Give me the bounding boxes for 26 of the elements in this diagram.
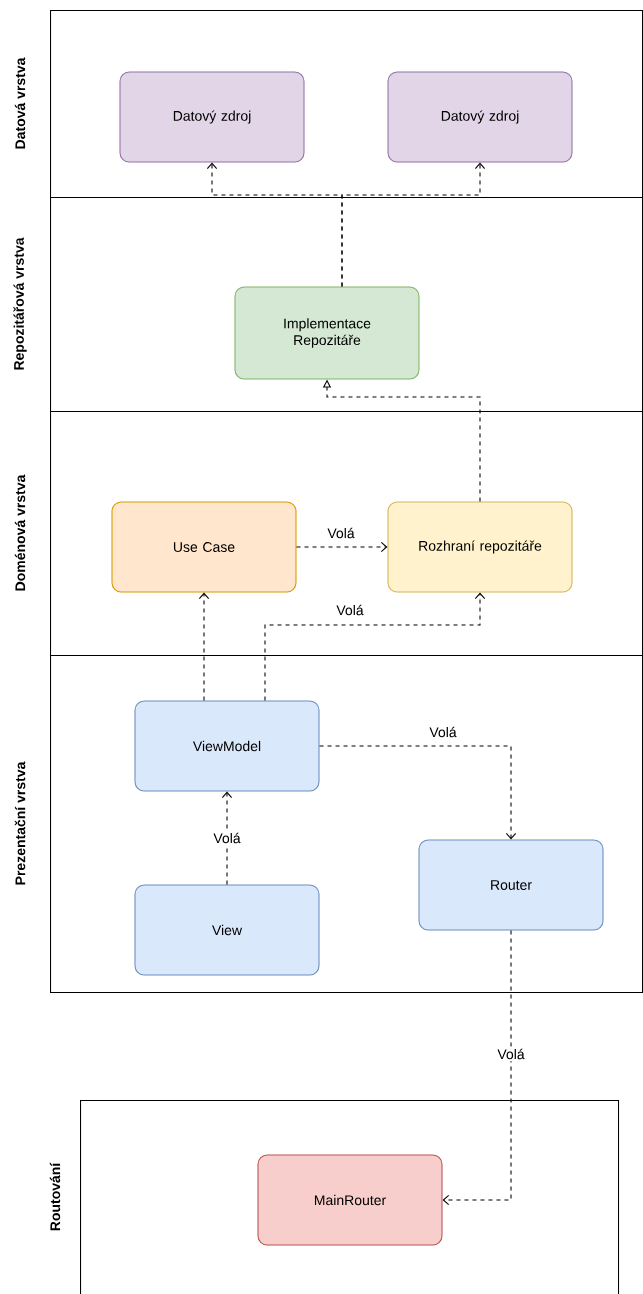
component-box: ViewModel bbox=[134, 700, 320, 792]
edge-label: Volá bbox=[211, 830, 243, 846]
edge-label: Volá bbox=[334, 602, 366, 618]
layer-title: Routování bbox=[49, 1162, 61, 1231]
layer-title: Datová vrstva bbox=[14, 57, 26, 149]
layer-title: Prezentační vrstva bbox=[14, 761, 26, 885]
component-box: Router bbox=[418, 839, 604, 931]
edge-label: Volá bbox=[325, 525, 357, 541]
layer-title: Doménová vrstva bbox=[14, 474, 26, 591]
edge-label: Volá bbox=[427, 724, 459, 740]
layer-title: Repozitářová vrstva bbox=[13, 237, 27, 370]
component-box: MainRouter bbox=[257, 1154, 443, 1246]
arrow bbox=[341, 162, 486, 287]
component-box: Datový zdroj bbox=[387, 71, 573, 163]
component-box: View bbox=[134, 884, 320, 976]
arrow bbox=[264, 592, 486, 701]
arrow bbox=[296, 541, 388, 553]
arrow bbox=[319, 745, 517, 840]
component-box: Rozhraní repozitáře bbox=[387, 501, 573, 593]
component-box: Use Case bbox=[111, 501, 297, 593]
edge-label: Volá bbox=[495, 1046, 527, 1062]
component-box: Datový zdroj bbox=[119, 71, 305, 163]
component-box: Implementace Repozitáře bbox=[234, 286, 420, 380]
arrow bbox=[221, 791, 233, 885]
arrow bbox=[442, 930, 512, 1206]
arrow bbox=[198, 592, 210, 701]
